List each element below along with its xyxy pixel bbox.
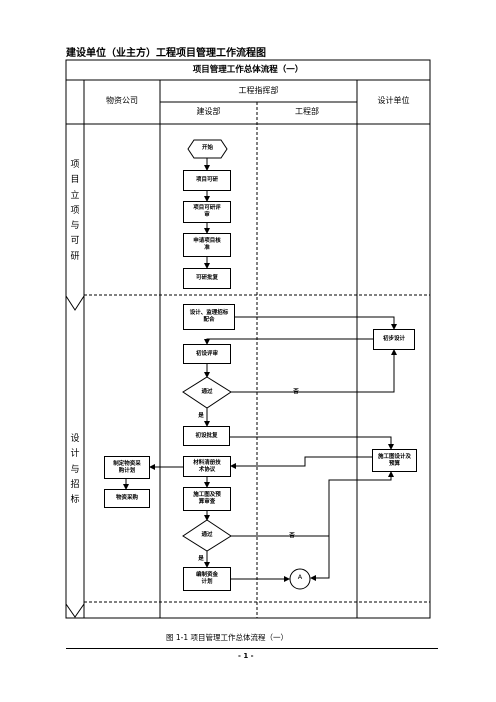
figure-caption: 图 1-1 项目管理工作总体流程（一） bbox=[166, 633, 289, 642]
node-start: 开始 bbox=[201, 145, 213, 151]
connector-a: A bbox=[297, 573, 303, 581]
node-pass-2: 通过 bbox=[201, 532, 213, 538]
node-material-purchase: 物资采购 bbox=[104, 489, 150, 508]
label-no-1: 否 bbox=[293, 389, 299, 395]
header-material-company: 物资公司 bbox=[106, 96, 138, 105]
node-material-plan: 制定物资采购计划 bbox=[104, 456, 150, 479]
footer-divider bbox=[66, 648, 438, 649]
label-no-2: 否 bbox=[289, 533, 295, 539]
node-prelim-design: 初步设计 bbox=[373, 329, 415, 350]
header-design-unit: 设计单位 bbox=[377, 96, 410, 105]
node-funding-plan: 编制资金计划 bbox=[183, 567, 231, 591]
document-title: 建设单位（业主方）工程项目管理工作流程图 bbox=[66, 48, 266, 59]
phase-label-design-bidding: 设计与招标 bbox=[70, 434, 80, 506]
node-drawing-review: 施工图及预算审查 bbox=[183, 487, 231, 511]
label-yes-2: 是 bbox=[198, 556, 204, 562]
node-apply-approval: 申请项目核准 bbox=[183, 233, 231, 257]
node-feasibility-review: 项目可研评审 bbox=[183, 201, 231, 223]
phase-label-feasibility: 项目立项与可研 bbox=[70, 160, 80, 262]
node-feasibility-approval: 可研批复 bbox=[183, 268, 231, 289]
header-engineering-command: 工程指挥部 bbox=[238, 86, 279, 95]
page-number: - 1 - bbox=[238, 652, 254, 660]
node-feasibility: 项目可研 bbox=[183, 170, 231, 191]
node-material-protocol: 材料清册技术协议 bbox=[183, 456, 231, 477]
node-design-bidding: 设计、监理招标配合 bbox=[183, 304, 235, 330]
label-yes-1: 是 bbox=[198, 413, 204, 419]
node-prelim-review: 初设评审 bbox=[183, 344, 231, 364]
table-title: 项目管理工作总体流程（一） bbox=[192, 65, 304, 75]
node-prelim-approval: 初设批复 bbox=[183, 426, 230, 446]
header-engineering-dept: 工程部 bbox=[295, 107, 319, 116]
node-pass-1: 通过 bbox=[201, 389, 213, 395]
header-construction-dept: 建设部 bbox=[196, 107, 221, 116]
node-construction-design: 施工图设计及预算 bbox=[372, 449, 417, 472]
